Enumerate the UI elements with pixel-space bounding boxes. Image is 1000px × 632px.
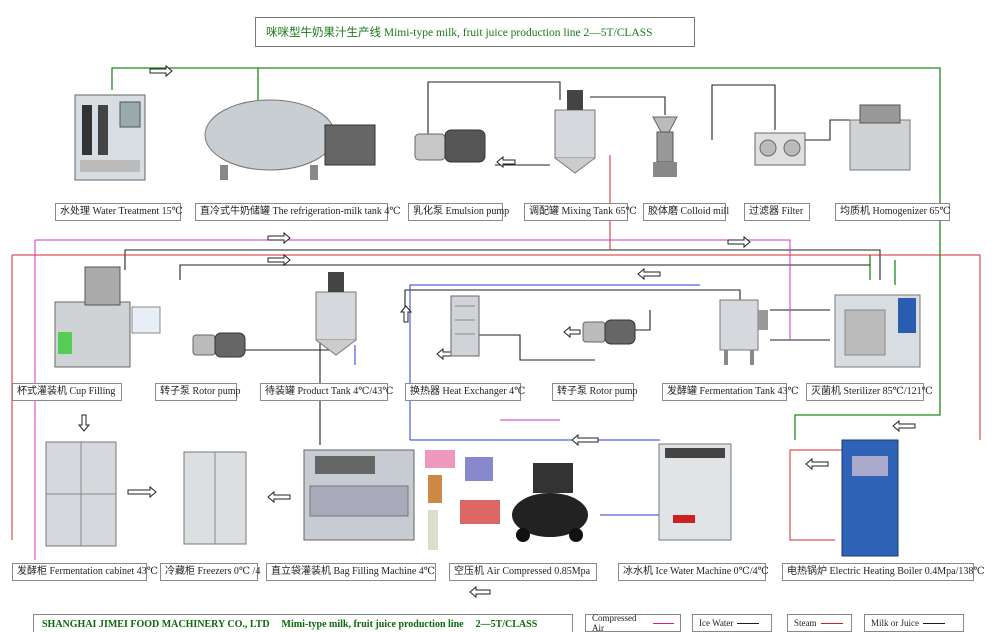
cup-filling-image bbox=[54, 266, 131, 368]
label-rotor-pump-2: 转子泵 Rotor pump bbox=[552, 383, 638, 401]
label-product-tank: 待装罐 Product Tank 4℃/43℃ bbox=[260, 383, 393, 401]
homogenizer-image bbox=[849, 104, 911, 171]
footer-company: SHANGHAI JIMEI FOOD MACHINERY CO., LTD bbox=[42, 618, 270, 630]
legend-swatch bbox=[737, 622, 760, 624]
sterilizer-image bbox=[834, 294, 921, 368]
legend-label: Compressed Air bbox=[592, 613, 637, 632]
legend-label: Milk or Juice bbox=[871, 618, 919, 628]
product-pipes bbox=[124, 81, 881, 445]
label-freezers: 冷藏柜 Freezers 0℃ /4 bbox=[160, 563, 260, 581]
product-tank-image bbox=[315, 272, 357, 356]
filter-image bbox=[754, 132, 806, 166]
label-sterilizer: 灭菌机 Sterilizer 85℃/121℃ bbox=[806, 383, 933, 401]
mixing-tank-image bbox=[554, 90, 596, 174]
label-heat-exchanger: 换热器 Heat Exchanger 4℃ bbox=[405, 383, 525, 401]
fermentation-tank-image bbox=[719, 299, 768, 365]
legend-label: Ice Water bbox=[699, 618, 734, 628]
label-refrigeration-tank: 直冷式牛奶储罐 The refrigeration-milk tank 4℃ bbox=[195, 203, 401, 221]
label-fermentation-cabinet: 发酵柜 Fermentation cabinet 43℃ bbox=[12, 563, 158, 581]
bag-filling-image bbox=[303, 449, 415, 541]
rotor-pump-1-image bbox=[192, 332, 246, 358]
legend-swatch bbox=[652, 622, 674, 624]
legend-swatch bbox=[820, 622, 843, 624]
label-homogenizer: 均质机 Homogenizer 65℃ bbox=[835, 203, 951, 221]
legend-ice-water: Ice Water bbox=[692, 614, 772, 632]
footer-bar: SHANGHAI JIMEI FOOD MACHINERY CO., LTD M… bbox=[33, 614, 573, 632]
colloid-mill-image bbox=[652, 116, 678, 177]
legend-milk-juice: Milk or Juice bbox=[864, 614, 964, 632]
refrigeration-tank-image bbox=[204, 99, 376, 180]
label-emulsion-pump: 乳化泵 Emulsion pump bbox=[408, 203, 509, 221]
label-mixing-tank: 调配罐 Mixing Tank 65℃ bbox=[524, 203, 637, 221]
legend-label: Steam bbox=[794, 618, 817, 628]
heat-exchanger-image bbox=[450, 295, 480, 357]
water-treatment-image bbox=[74, 94, 146, 181]
milk-pipes bbox=[111, 67, 941, 440]
cup-sample-image bbox=[131, 306, 161, 334]
diagram-title: 咪咪型牛奶果汁生产线 Mimi-type milk, fruit juice p… bbox=[255, 17, 695, 47]
label-water-treatment: 水处理 Water Treatment 15℃ bbox=[55, 203, 183, 221]
label-ice-water-machine: 冰水机 Ice Water Machine 0℃/4℃ bbox=[618, 563, 769, 581]
label-colloid-mill: 胶体磨 Colloid mill bbox=[643, 203, 729, 221]
legend-steam: Steam bbox=[787, 614, 852, 632]
label-air-compressor: 空压机 Air Compressed 0.85Mpa bbox=[449, 563, 597, 581]
label-cup-filling: 杯式灌装机 Cup Filling bbox=[12, 383, 122, 401]
ice-water-machine-image bbox=[658, 443, 732, 541]
label-bag-filling: 直立袋灌装机 Bag Filling Machine 4℃ bbox=[266, 563, 436, 581]
emulsion-pump-image bbox=[414, 129, 486, 163]
freezer-image bbox=[183, 451, 247, 545]
footer-capacity: 2—5T/CLASS bbox=[475, 618, 538, 630]
electric-boiler-image bbox=[841, 439, 899, 557]
fermentation-cabinet-image bbox=[45, 441, 117, 547]
legend-compressed-air: Compressed Air bbox=[585, 613, 681, 632]
air-compressor-image bbox=[512, 463, 588, 542]
packaging-samples-image bbox=[425, 450, 500, 550]
rotor-pump-2-image bbox=[582, 319, 636, 345]
label-fermentation-tank: 发酵罐 Fermentation Tank 43℃ bbox=[662, 383, 799, 401]
label-electric-boiler: 电热锅炉 Electric Heating Boiler 0.4Mpa/138℃ bbox=[782, 563, 985, 581]
footer-line: Mimi-type milk, fruit juice production l… bbox=[281, 618, 464, 630]
label-rotor-pump-1: 转子泵 Rotor pump bbox=[155, 383, 241, 401]
legend-swatch bbox=[923, 622, 945, 624]
label-filter: 过滤器 Filter bbox=[744, 203, 810, 221]
